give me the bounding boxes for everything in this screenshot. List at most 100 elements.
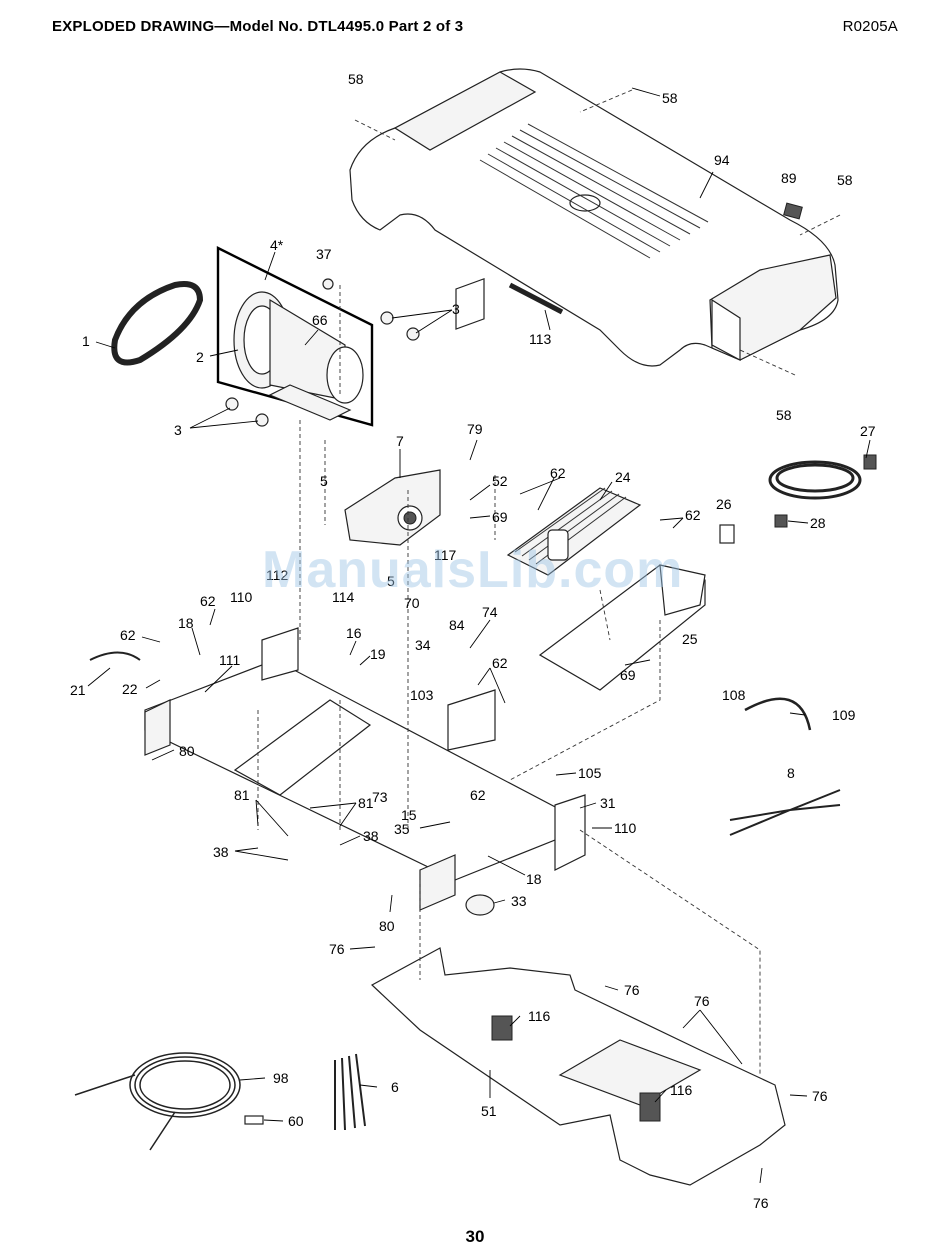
callout-60: 60 (288, 1113, 304, 1129)
callout-38: 38 (363, 828, 379, 844)
callout-117: 117 (434, 547, 457, 563)
callout-114: 114 (332, 589, 355, 605)
callout-58: 58 (837, 172, 853, 188)
callout-4: 4* (270, 237, 284, 253)
callout-110: 110 (230, 589, 253, 605)
document-code: R0205A (842, 18, 898, 35)
callout-69: 69 (492, 509, 508, 525)
callout-28: 28 (810, 515, 826, 531)
callout-109: 109 (832, 707, 856, 723)
assembly-lines (257, 89, 841, 1075)
callout-22: 22 (122, 681, 138, 697)
callout-16: 16 (346, 625, 362, 641)
nuts (225, 278, 420, 427)
callout-62: 62 (470, 787, 486, 803)
callout-3: 3 (452, 301, 460, 317)
callout-labels: 58 58 58 58 94 89 113 4* 37 3 3 1 2 66 7… (70, 71, 876, 1211)
callout-84: 84 (449, 617, 465, 633)
callout-25: 25 (682, 631, 698, 647)
frame-assembly (144, 627, 586, 916)
callout-81: 81 (234, 787, 250, 803)
callout-89: 89 (781, 170, 797, 186)
wire-part-109 (744, 697, 812, 731)
belt-part-1 (111, 281, 204, 366)
decal-89 (783, 202, 803, 220)
callout-27: 27 (860, 423, 876, 439)
callout-58: 58 (348, 71, 364, 87)
callout-116: 116 (670, 1082, 693, 1098)
callout-21: 21 (70, 682, 86, 698)
motor-assembly-part-4 (216, 246, 374, 427)
callout-5: 5 (387, 573, 395, 589)
base-shroud-part-51 (370, 947, 786, 1186)
callout-6: 6 (391, 1079, 399, 1095)
fitting-part-60 (244, 1115, 264, 1125)
callout-38: 38 (213, 844, 229, 860)
callout-98: 98 (273, 1070, 289, 1086)
callout-66: 66 (312, 312, 328, 328)
leader-lines (87, 87, 871, 1184)
callout-31: 31 (600, 795, 616, 811)
callout-70: 70 (404, 595, 420, 611)
callout-112: 112 (266, 567, 289, 583)
page-number: 30 (465, 1227, 485, 1246)
watermark: ManualsLib.com (262, 541, 684, 599)
callout-52: 52 (492, 473, 508, 489)
callout-116: 116 (528, 1008, 551, 1024)
callout-34: 34 (415, 637, 431, 653)
cable-part-21 (89, 651, 141, 661)
callout-81: 81 (358, 795, 374, 811)
controller-part-7 (344, 278, 485, 546)
callout-7: 7 (396, 433, 404, 449)
callout-1: 1 (82, 333, 90, 349)
wheel-part-33 (465, 894, 495, 916)
callout-35: 35 (394, 821, 410, 837)
callout-76: 76 (624, 982, 640, 998)
callout-62: 62 (492, 655, 508, 671)
callout-8: 8 (787, 765, 795, 781)
callout-80: 80 (179, 743, 195, 759)
cable-part-98 (74, 1052, 241, 1151)
callout-2: 2 (196, 349, 204, 365)
callout-18: 18 (526, 871, 542, 887)
callout-76: 76 (753, 1195, 769, 1211)
callout-113: 113 (529, 331, 552, 347)
callout-3: 3 (174, 422, 182, 438)
callout-94: 94 (714, 152, 730, 168)
callout-103: 103 (410, 687, 434, 703)
motor-hood-part-94 (349, 68, 839, 367)
power-cord-part-27 (719, 454, 877, 544)
callout-37: 37 (316, 246, 332, 262)
callout-73: 73 (372, 789, 388, 805)
wire-set-part-6 (334, 1053, 366, 1131)
page-title: EXPLODED DRAWING—Model No. DTL4495.0 Par… (52, 18, 464, 35)
callout-19: 19 (370, 646, 386, 662)
callout-76: 76 (694, 993, 710, 1009)
callout-108: 108 (722, 687, 746, 703)
callout-80: 80 (379, 918, 395, 934)
callout-69: 69 (620, 667, 636, 683)
callout-111: 111 (219, 652, 240, 668)
callout-62: 62 (200, 593, 216, 609)
bracket-part-103 (447, 689, 496, 751)
callout-51: 51 (481, 1103, 497, 1119)
callout-105: 105 (578, 765, 602, 781)
callout-18: 18 (178, 615, 194, 631)
callout-62: 62 (550, 465, 566, 481)
callout-74: 74 (482, 604, 498, 620)
heatsink-part-24 (506, 487, 642, 576)
callout-24: 24 (615, 469, 631, 485)
callout-26: 26 (716, 496, 732, 512)
callout-58: 58 (662, 90, 678, 106)
callout-33: 33 (511, 893, 527, 909)
callout-62: 62 (120, 627, 136, 643)
callout-15: 15 (401, 807, 417, 823)
strip-113 (508, 282, 564, 315)
callout-58: 58 (776, 407, 792, 423)
callout-79: 79 (467, 421, 483, 437)
callout-110: 110 (614, 820, 637, 836)
wire-harness-part-8 (729, 789, 841, 836)
callout-62: 62 (685, 507, 701, 523)
